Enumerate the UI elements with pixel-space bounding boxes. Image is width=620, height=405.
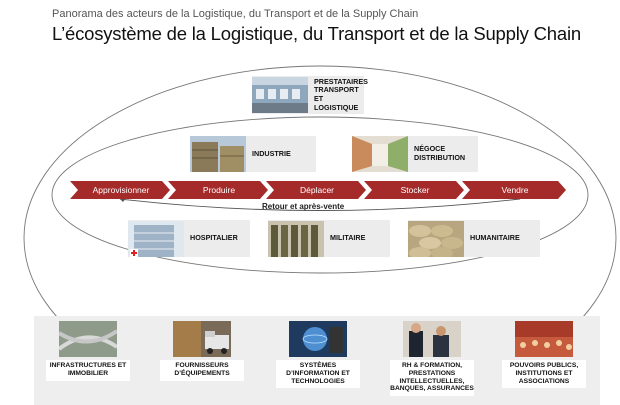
- return-flow-label: Retour et après-vente: [262, 202, 344, 211]
- tablet-globe-image: [289, 321, 347, 357]
- actor-hospitalier: HOSPITALIER: [128, 220, 250, 257]
- actor-militaire: MILITAIRE: [268, 220, 390, 257]
- actor-humanitaire: HUMANITAIRE: [408, 220, 540, 257]
- soldiers-image: [268, 221, 324, 257]
- support-infrastructures: INFRASTRUCTURES ET IMMOBILIER: [46, 321, 130, 381]
- actor-prestataires-label: PRESTATAIRES TRANSPORT ET LOGISTIQUE: [314, 78, 364, 112]
- actor-negoce-label: NÉGOCE DISTRIBUTION: [414, 145, 476, 162]
- actor-humanitaire-label: HUMANITAIRE: [470, 234, 520, 243]
- support-infrastructures-label: INFRASTRUCTURES ET IMMOBILIER: [46, 360, 130, 381]
- flow-step-approvisionner: Approvisionner: [76, 181, 166, 199]
- forklift-truck-image: [173, 321, 231, 357]
- hospital-building-image: [128, 221, 184, 257]
- support-systemes-label: SYSTÈMES D’INFORMATION ET TECHNOLOGIES: [276, 360, 360, 388]
- support-pouvoirs-publics-label: POUVOIRS PUBLICS, INSTITUTIONS ET ASSOCI…: [502, 360, 586, 388]
- actor-prestataires: PRESTATAIRES TRANSPORT ET LOGISTIQUE: [252, 76, 364, 114]
- aid-sacks-image: [408, 221, 464, 257]
- actor-militaire-label: MILITAIRE: [330, 234, 365, 243]
- support-fournisseurs-label: FOURNISSEURS D’ÉQUIPEMENTS: [160, 360, 244, 381]
- highway-interchange-image: [59, 321, 117, 357]
- support-pouvoirs-publics: POUVOIRS PUBLICS, INSTITUTIONS ET ASSOCI…: [502, 321, 586, 388]
- supermarket-aisle-image: [352, 136, 408, 172]
- actor-industrie-label: INDUSTRIE: [252, 150, 291, 159]
- actor-industrie: INDUSTRIE: [190, 136, 316, 172]
- flow-step-produire: Produire: [174, 181, 264, 199]
- actor-hospitalier-label: HOSPITALIER: [190, 234, 238, 243]
- assembly-crowd-image: [515, 321, 573, 357]
- warehouse-trucks-image: [252, 77, 308, 113]
- support-rh-formation: RH & FORMATION, PRESTATIONS INTELLECTUEL…: [390, 321, 474, 396]
- business-meeting-image: [403, 321, 461, 357]
- flow-step-deplacer: Déplacer: [272, 181, 362, 199]
- support-rh-formation-label: RH & FORMATION, PRESTATIONS INTELLECTUEL…: [390, 360, 474, 396]
- actor-negoce: NÉGOCE DISTRIBUTION: [352, 136, 478, 172]
- industrial-stacks-image: [190, 136, 246, 172]
- flow-step-stocker: Stocker: [370, 181, 460, 199]
- flow-step-vendre: Vendre: [468, 181, 562, 199]
- support-systemes: SYSTÈMES D’INFORMATION ET TECHNOLOGIES: [276, 321, 360, 388]
- support-fournisseurs: FOURNISSEURS D’ÉQUIPEMENTS: [160, 321, 244, 381]
